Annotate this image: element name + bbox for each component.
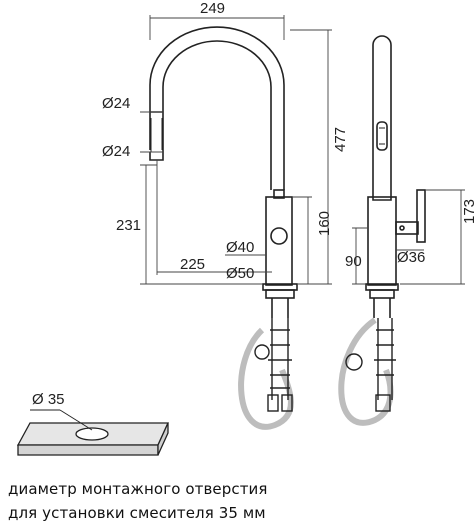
front-view-faucet [149,26,298,318]
spout-inner [162,40,272,190]
dim-dia-24-bottom: Ø24 [102,143,130,160]
side-spout [372,35,392,201]
side-dimension-lines [352,189,465,285]
side-spray-button [376,121,388,151]
dim-reach-225: 225 [180,256,205,273]
spray-head [149,111,164,161]
side-view-hoses [338,317,396,426]
mounting-hole [75,427,109,441]
mixer-body [265,196,293,286]
dim-width-249: 249 [200,0,225,17]
spout-outer [149,26,285,190]
caption-line-1: диаметр монтажного отверстия [8,480,268,498]
front-dimension-lines [140,15,332,285]
front-view-hoses [238,318,294,430]
dim-dia-50: Ø50 [226,265,254,282]
caption-line-2: для установки смесителя 35 мм [8,504,266,522]
dim-height-231: 231 [116,217,141,234]
dim-offset-90: 90 [345,253,362,270]
lever-knob [270,227,288,245]
dim-height-173: 173 [461,199,474,224]
side-body [367,196,397,286]
dim-hole-35: Ø 35 [32,391,65,408]
side-lever [395,221,419,235]
dim-dia-36: Ø36 [397,249,425,266]
dim-dia-40: Ø40 [226,239,254,256]
side-view-faucet [365,35,426,318]
mounting-plate [16,409,170,456]
dim-height-160: 160 [316,211,333,236]
dim-dia-24-top: Ø24 [102,95,130,112]
dim-height-477: 477 [332,127,349,152]
